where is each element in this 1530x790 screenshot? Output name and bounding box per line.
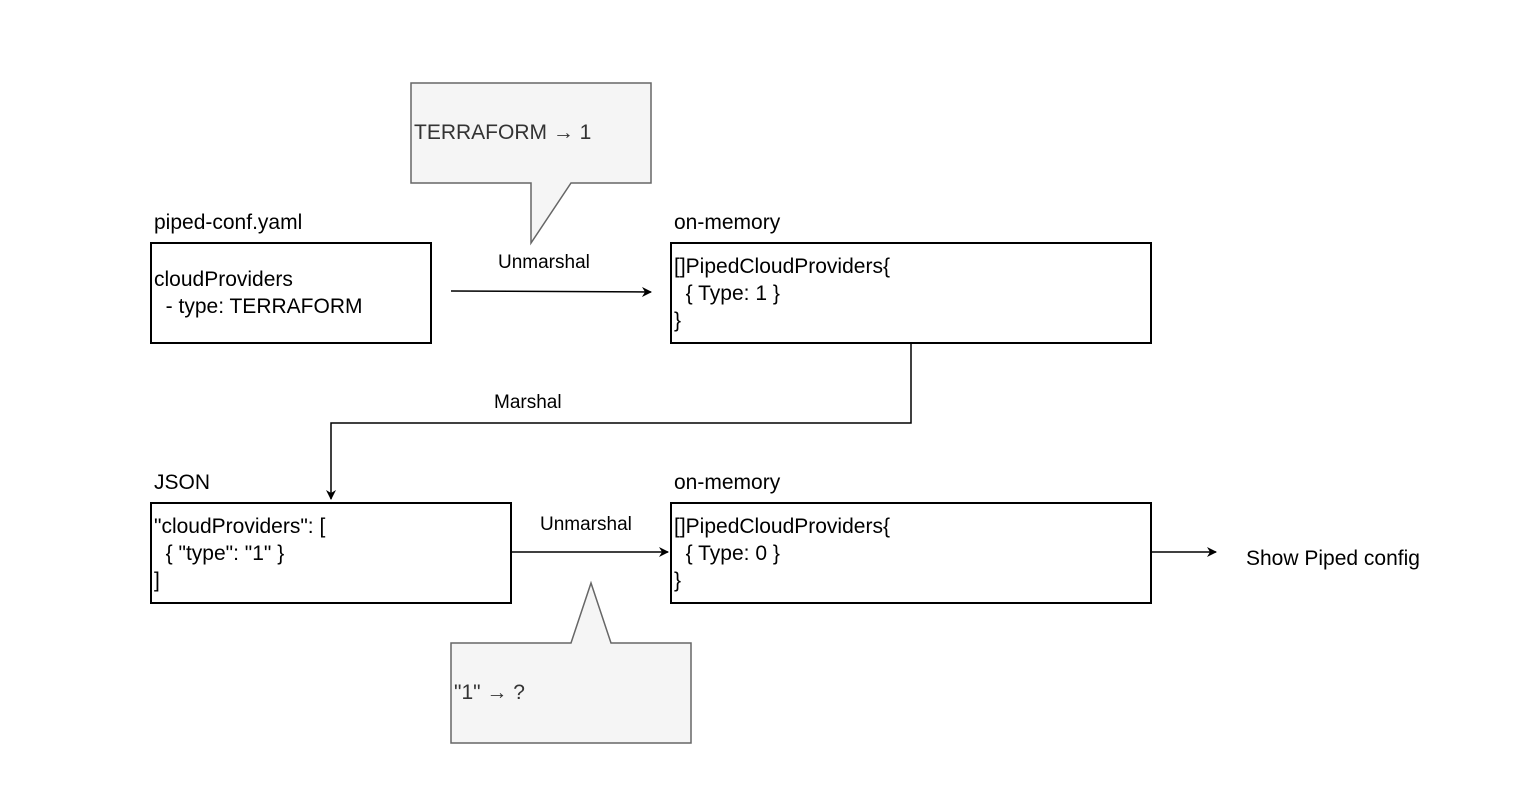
- memory-top-line: }: [674, 308, 682, 332]
- json-title: JSON: [154, 471, 211, 494]
- output-text: Show Piped config: [1246, 547, 1420, 570]
- memory-bottom-line: { Type: 0 }: [674, 541, 780, 565]
- memory-top-box: []PipedCloudProviders{ { Type: 1 } }: [670, 242, 1152, 344]
- callout-top-text: TERRAFORM → 1: [414, 121, 592, 144]
- memory-top-line: { Type: 1 }: [674, 281, 780, 305]
- json-line: "cloudProviders": [: [154, 514, 326, 538]
- json-box: "cloudProviders": [ { "type": "1" } ]: [150, 502, 512, 604]
- edge-label-marshal: Marshal: [494, 392, 562, 413]
- memory-bottom-line: }: [674, 568, 682, 592]
- callout-top-shape: [410, 82, 652, 246]
- edge-label-unmarshal-bottom: Unmarshal: [540, 514, 632, 535]
- memory-bottom-line: []PipedCloudProviders{: [674, 514, 890, 538]
- callout-bottom-text: "1" → ?: [454, 681, 525, 704]
- edge-label-unmarshal-top: Unmarshal: [498, 252, 590, 273]
- memory-bottom-title: on-memory: [674, 471, 781, 494]
- memory-top-title: on-memory: [674, 211, 781, 234]
- memory-bottom-box: []PipedCloudProviders{ { Type: 0 } }: [670, 502, 1152, 604]
- yaml-box: cloudProviders - type: TERRAFORM: [150, 242, 432, 344]
- yaml-line: cloudProviders: [154, 268, 293, 291]
- yaml-line: - type: TERRAFORM: [154, 295, 363, 318]
- json-line: { "type": "1" }: [154, 541, 285, 565]
- edge-unmarshal-top: [450, 286, 652, 297]
- memory-top-line: []PipedCloudProviders{: [674, 254, 890, 278]
- json-line: ]: [154, 568, 160, 592]
- yaml-title: piped-conf.yaml: [154, 211, 303, 234]
- edge-marshal: [326, 343, 912, 500]
- callout-bottom-shape: [450, 580, 692, 744]
